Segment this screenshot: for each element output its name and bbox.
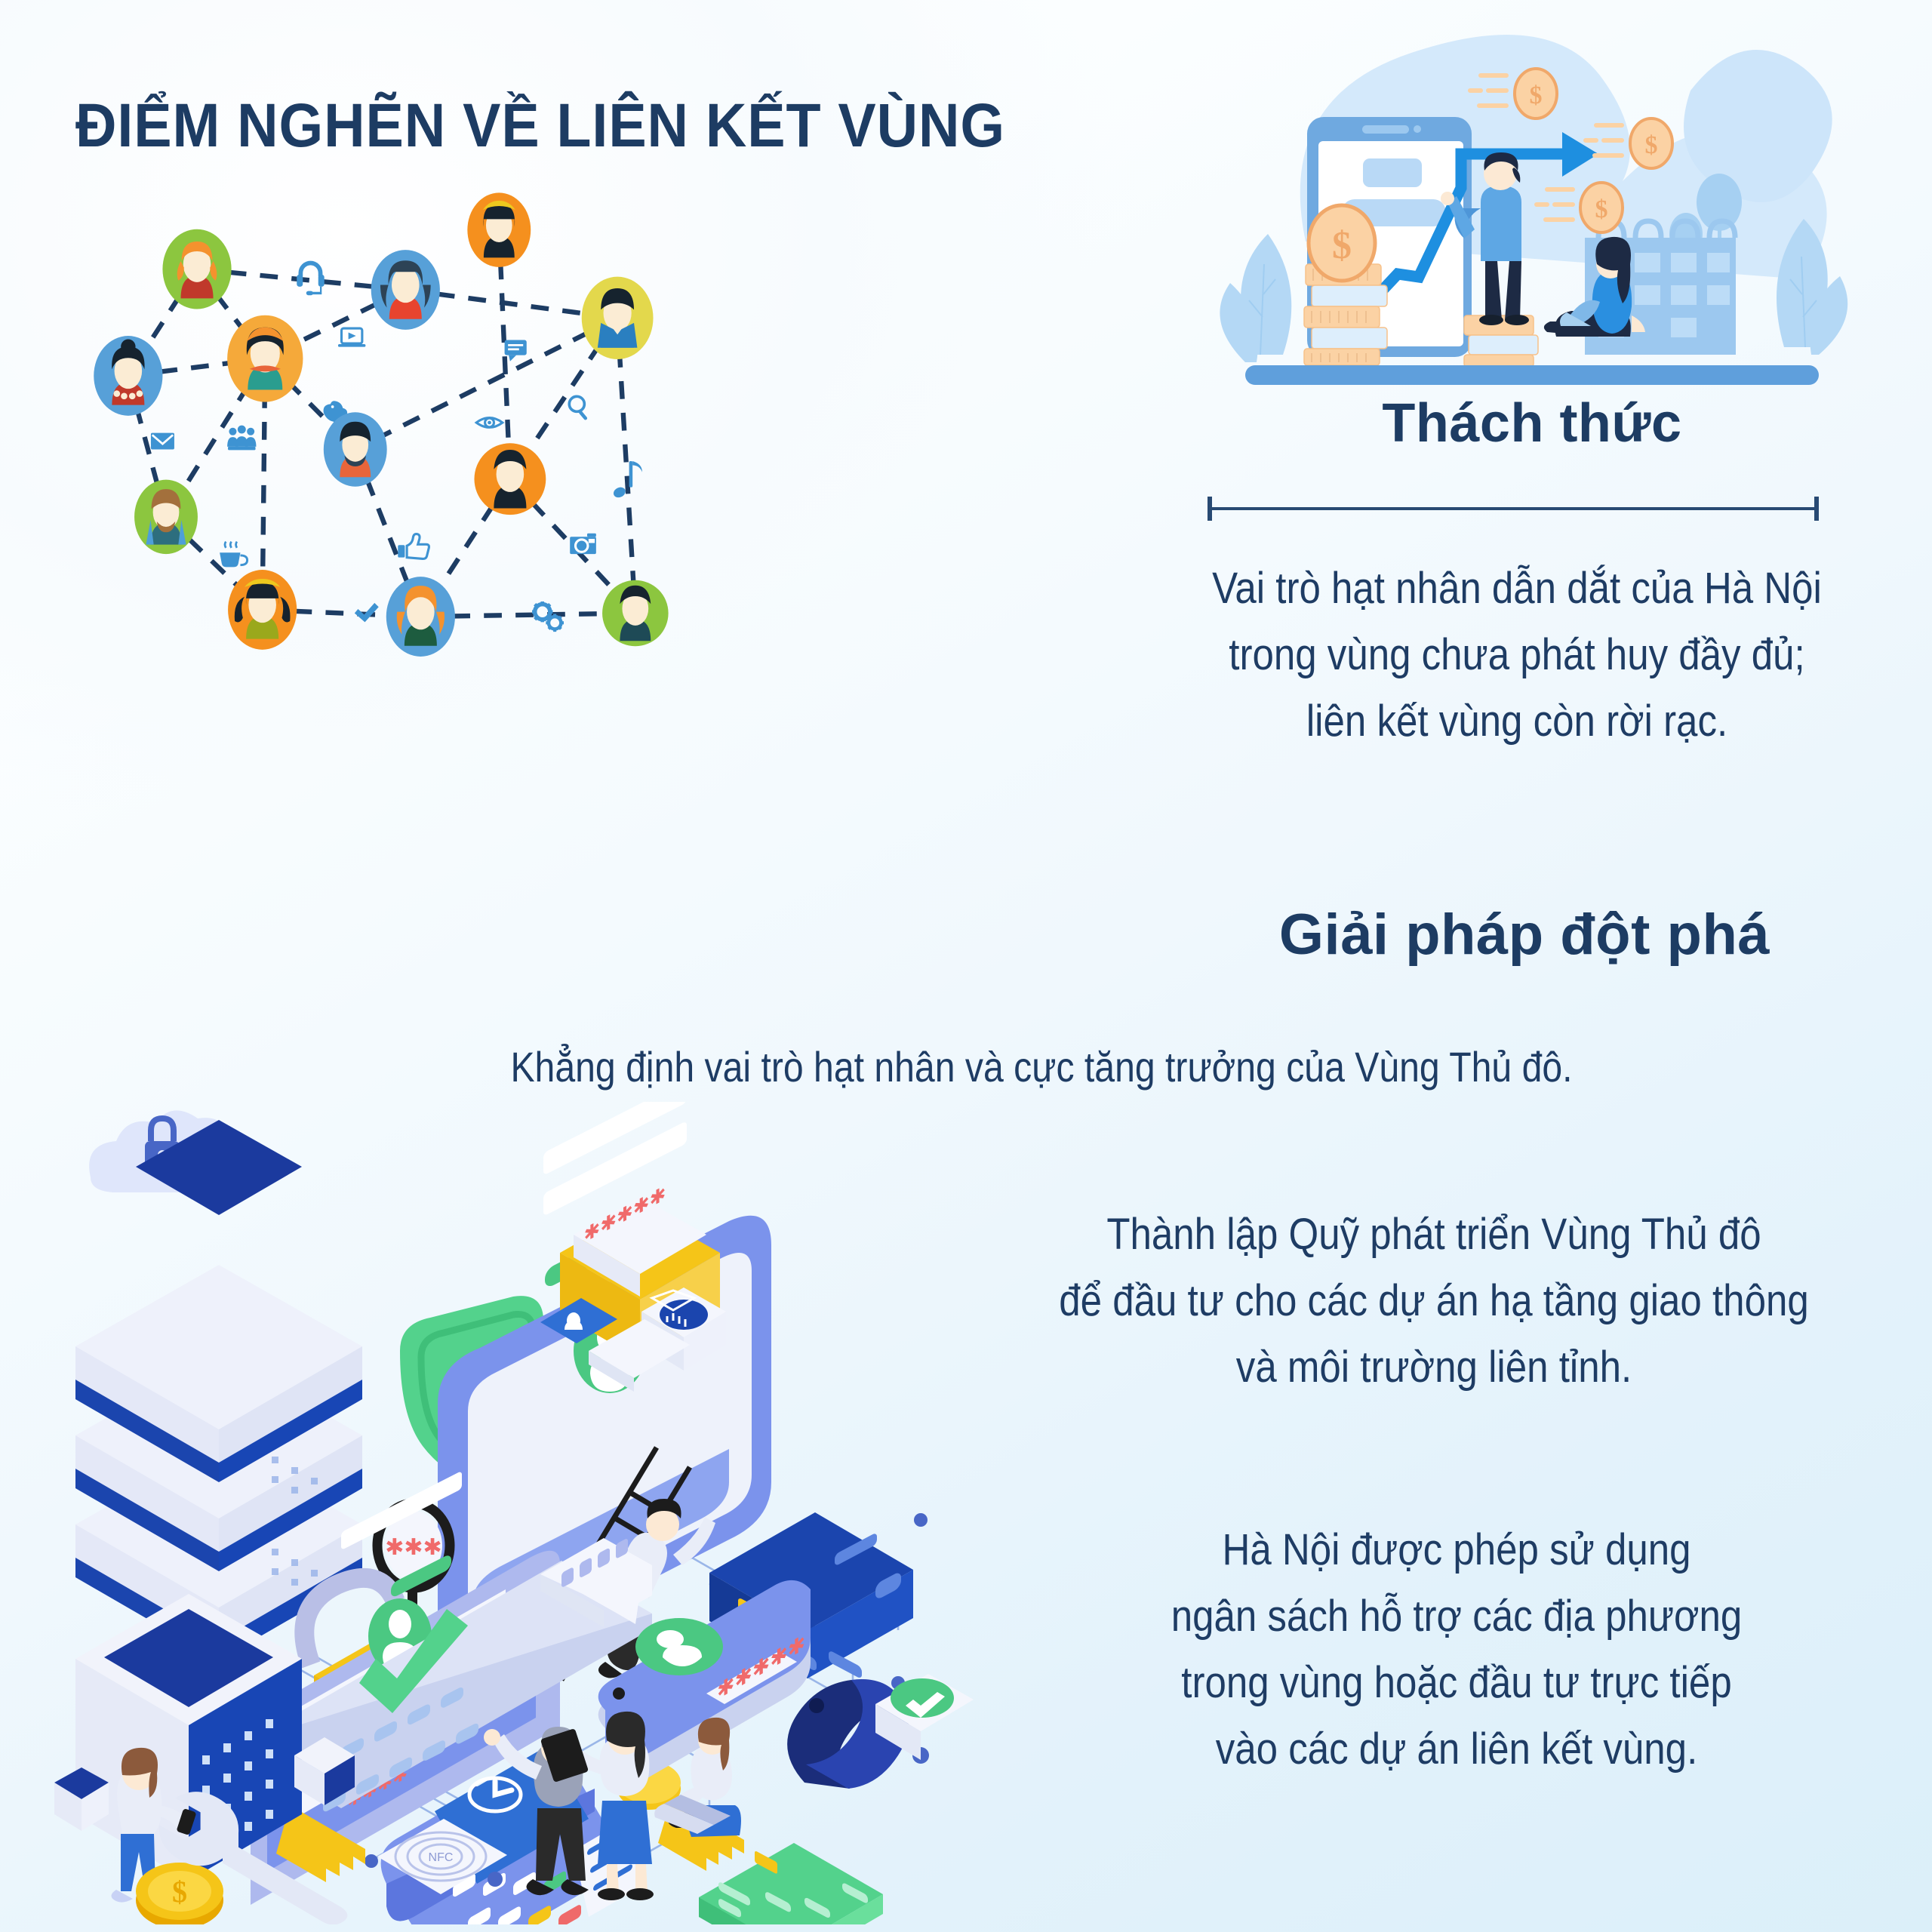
paragraph-challenge-line: Vai trò hạt nhân dẫn dắt của Hà Nội (1212, 564, 1822, 613)
standing-man-figure (1441, 152, 1529, 325)
envelope-icon (150, 432, 174, 450)
ground-bar (1245, 365, 1819, 385)
search-icon (568, 395, 588, 420)
svg-text:NFC: NFC (429, 1851, 454, 1864)
paragraph-solution-2: Thành lập Quỹ phát triển Vùng Thủ đô để … (1022, 1201, 1845, 1401)
music-note-icon (613, 461, 642, 498)
network-node-1[interactable] (162, 229, 232, 309)
paragraph-solution-3-line: trong vùng hoặc đầu tư trực tiếp (1181, 1658, 1732, 1708)
svg-text:$: $ (172, 1875, 187, 1909)
network-node-4[interactable] (581, 276, 654, 360)
section-divider (1208, 497, 1819, 521)
coffee-cup-icon (220, 540, 249, 568)
challenge-illustration-svg: $ $ $ $ (1220, 35, 1848, 385)
paragraph-challenge-line: liên kết vùng còn rời rạc. (1306, 697, 1728, 746)
network-node-7[interactable] (323, 412, 387, 487)
dollar-coin-icon: $ (1306, 203, 1377, 283)
network-node-3[interactable] (467, 192, 531, 267)
woman-figure (540, 1711, 654, 1900)
security-illustration-svg: ✱✱✱ (54, 1081, 974, 1932)
headset-icon (297, 260, 325, 296)
group-people-icon (227, 425, 257, 451)
sitting-woman-laptop-figure (654, 1717, 741, 1837)
paragraph-solution-3: Hà Nội được phép sử dụng ngân sách hỗ tr… (1058, 1517, 1855, 1783)
sitting-woman-figure (1543, 236, 1645, 337)
credit-card-green-icon (699, 1843, 883, 1932)
network-node-10[interactable] (228, 570, 297, 650)
network-node-11[interactable] (386, 577, 455, 657)
network-node-5[interactable] (94, 336, 163, 416)
chat-bubble-icon (504, 340, 527, 361)
network-diagram (68, 192, 732, 672)
paragraph-challenge: Vai trò hạt nhân dẫn dắt của Hà Nội tron… (1165, 555, 1869, 755)
gears-icon (532, 601, 564, 632)
network-nodes[interactable] (94, 192, 669, 657)
thumbs-up-icon (398, 532, 430, 561)
growth-arrow-icon (1371, 148, 1589, 303)
eye-icon (474, 417, 505, 429)
svg-text:$: $ (1595, 195, 1608, 223)
video-player-icon (337, 327, 366, 347)
phone-profile-icon: ✱✱✱✱✱ (598, 1580, 811, 1791)
svg-text:$: $ (1645, 131, 1658, 159)
page-title: ĐIỂM NGHẼN VỀ LIÊN KẾT VÙNG (75, 91, 1005, 160)
server-stack-icon (75, 1120, 362, 1660)
paragraph-solution-3-line: Hà Nội được phép sử dụng (1222, 1525, 1691, 1574)
paragraph-solution-2-line: và môi trường liên tỉnh. (1235, 1343, 1632, 1392)
network-mini-icons (150, 260, 642, 632)
network-node-2[interactable] (371, 250, 440, 330)
svg-text:$: $ (1530, 82, 1543, 109)
coin-stack-icon (1303, 263, 1539, 368)
nfc-tag-icon: NFC (377, 1819, 507, 1894)
flying-coin-icon: $ $ $ (1468, 67, 1674, 234)
chat-bubble-icon (540, 1538, 652, 1627)
paragraph-solution-2-line: để đầu tư cho các dự án hạ tầng giao thô… (1059, 1276, 1809, 1326)
svg-text:$: $ (1332, 224, 1352, 267)
paragraph-solution-1: Khẳng định vai trò hạt nhân và cực tăng … (510, 1043, 1573, 1091)
camera-icon (570, 533, 596, 555)
network-node-9[interactable] (474, 443, 546, 515)
network-node-6[interactable] (227, 315, 303, 402)
network-node-12[interactable] (602, 580, 669, 647)
security-illustration: ✱✱✱ (45, 1081, 1034, 1932)
paragraph-challenge-line: trong vùng chưa phát huy đầy đủ; (1229, 630, 1805, 680)
heading-challenge: Thách thức (1382, 393, 1682, 454)
leaves-icon (1220, 219, 1848, 362)
heading-solution: Giải pháp đột phá (1278, 903, 1770, 967)
paragraph-solution-3-line: vào các dự án liên kết vùng. (1215, 1724, 1698, 1774)
smartwatch-icon (787, 1674, 974, 1789)
wrench-icon (158, 1792, 348, 1925)
challenge-illustration: $ $ $ $ (1215, 15, 1849, 408)
woman-phone-figure (111, 1747, 196, 1903)
checkmark-icon (354, 602, 379, 623)
coin-icon: $ (136, 1863, 223, 1929)
people-at-laptop-figures (484, 1711, 654, 1900)
network-node-8[interactable] (134, 479, 198, 555)
svg-text:✱✱✱: ✱✱✱ (385, 1535, 441, 1560)
paragraph-solution-3-line: ngân sách hỗ trợ các địa phương (1171, 1592, 1743, 1641)
paragraph-solution-2-line: Thành lập Quỹ phát triển Vùng Thủ đô (1106, 1210, 1761, 1259)
network-svg (94, 192, 669, 657)
checkmark-icon (359, 1609, 468, 1713)
